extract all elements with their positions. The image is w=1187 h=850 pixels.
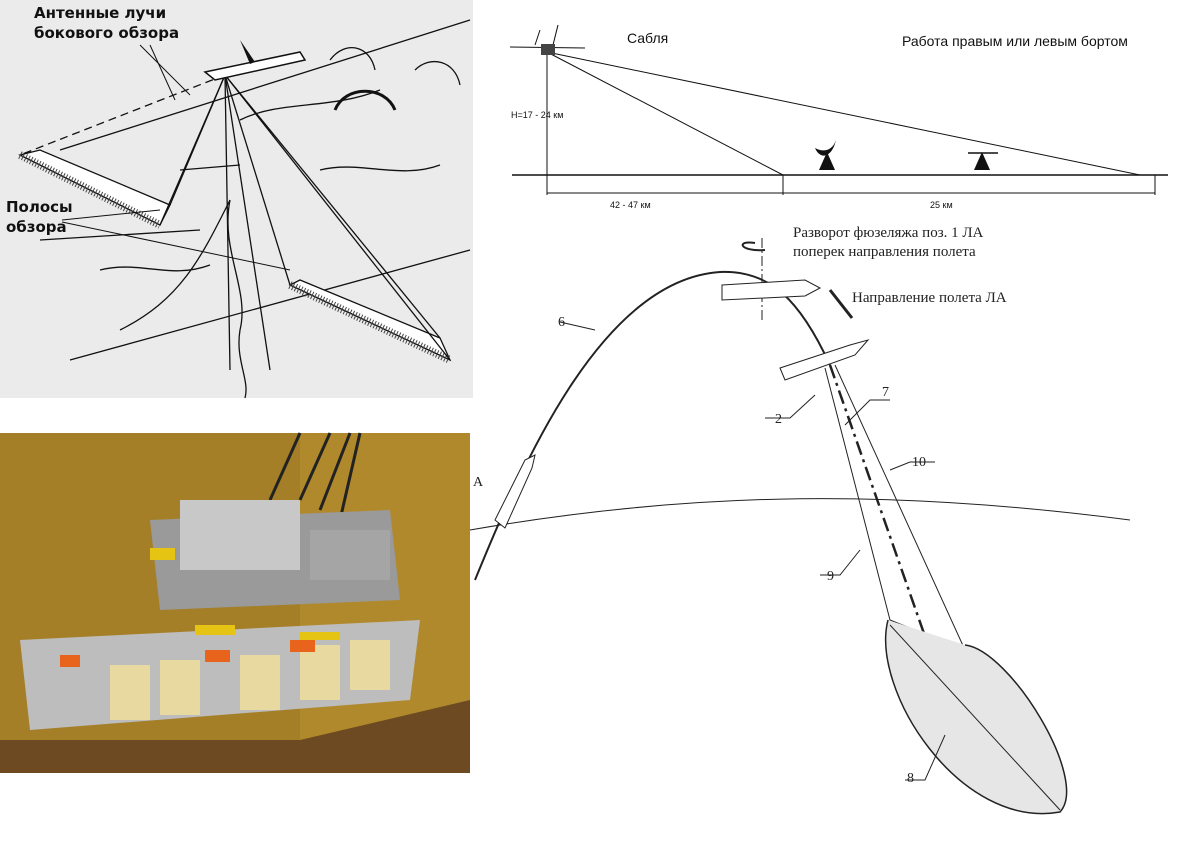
strip-label-line1: Полосы bbox=[6, 198, 73, 216]
label-7: 7 bbox=[882, 385, 889, 400]
antenna-station-icon bbox=[974, 152, 990, 170]
label-10: 10 bbox=[912, 455, 926, 470]
sablya-geometry-diagram: Сабля Работа правым или левым бортом H=1… bbox=[509, 24, 1168, 210]
label-2: 2 bbox=[775, 412, 782, 427]
beam-label-line1: Антенные лучи bbox=[34, 4, 166, 22]
sablya-title: Сабля bbox=[627, 30, 668, 46]
flight-direction-arrow bbox=[828, 289, 854, 319]
coverage-footprint-8 bbox=[885, 619, 1068, 815]
aircraft-icon bbox=[203, 51, 307, 81]
mode-text: Работа правым или левым бортом bbox=[902, 33, 1128, 49]
strip-label-line2: обзора bbox=[6, 218, 67, 236]
aircraft-2-icon bbox=[779, 339, 870, 381]
aircraft-a-icon bbox=[494, 454, 536, 529]
swath-width-label: 25 км bbox=[930, 200, 953, 210]
label-8: 8 bbox=[907, 771, 914, 786]
photo-floor bbox=[0, 700, 470, 773]
rotation-line1: Разворот фюзеляжа поз. 1 ЛА bbox=[793, 225, 984, 241]
altitude-label: H=17 - 24 км bbox=[511, 110, 563, 120]
radar-equipment-photo bbox=[0, 432, 470, 773]
side-looking-radar-sketch: Антенные лучи бокового обзора Полосы обз… bbox=[0, 0, 473, 399]
earth-horizon bbox=[469, 498, 1131, 531]
label-6: 6 bbox=[558, 315, 565, 330]
rotation-line2: поперек направления полета bbox=[793, 244, 976, 260]
satellite-icon bbox=[541, 44, 555, 55]
flight-direction-label: Направление полета ЛА bbox=[852, 290, 1007, 306]
trajectory-diagram: Разворот фюзеляжа поз. 1 ЛА поперек напр… bbox=[469, 225, 1131, 815]
near-range-label: 42 - 47 км bbox=[610, 200, 651, 210]
aircraft-top-icon bbox=[721, 279, 822, 301]
radar-dish-icon bbox=[819, 152, 835, 170]
label-a: А bbox=[473, 475, 484, 490]
beam-label-line2: бокового обзора bbox=[34, 24, 179, 42]
label-9: 9 bbox=[827, 569, 834, 584]
